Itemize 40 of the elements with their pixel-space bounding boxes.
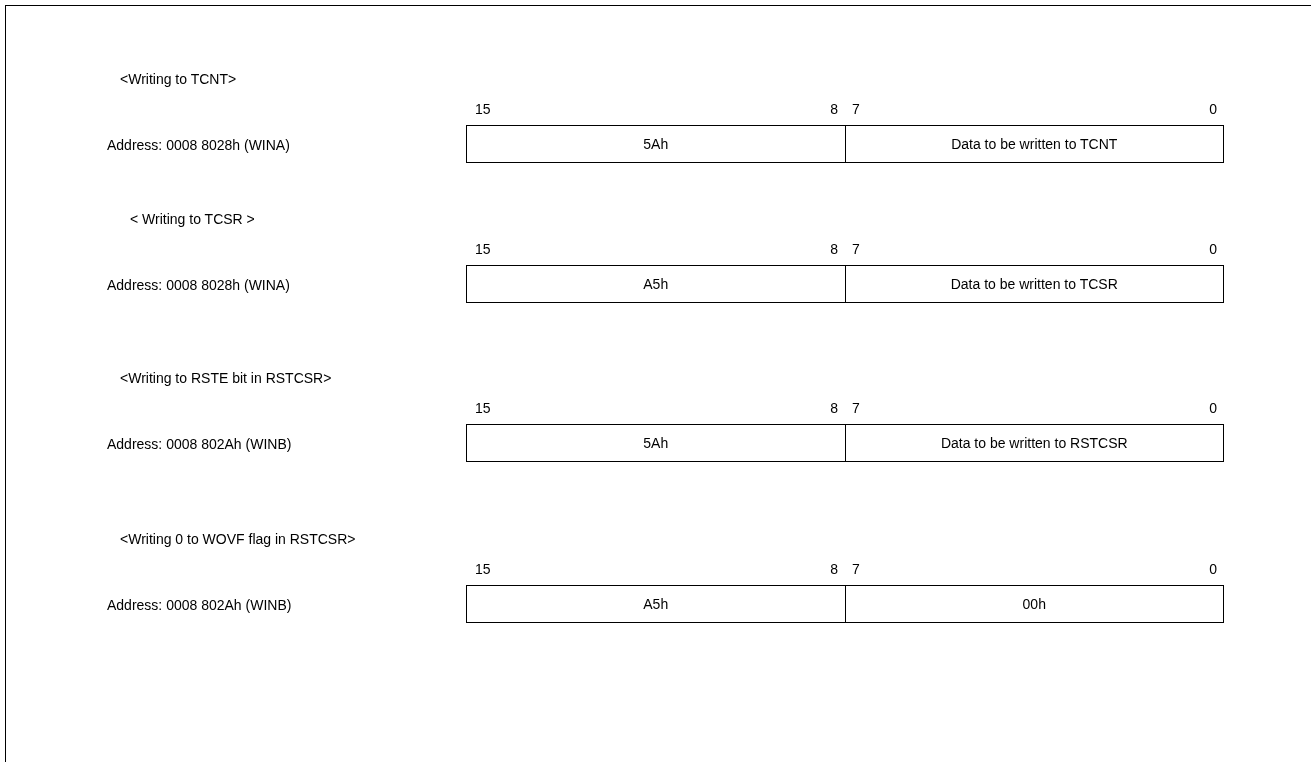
address-label: Address: 0008 802Ah (WINB) (107, 435, 292, 454)
field-value: Data to be written to TCSR (950, 274, 1118, 294)
address-label: Address: 0008 802Ah (WINB) (107, 596, 292, 615)
bit-number: 0 (1209, 100, 1217, 119)
bit-number: 0 (1209, 560, 1217, 579)
section-heading: <Writing to RSTE bit in RSTCSR> (120, 369, 332, 388)
bit-number: 7 (852, 560, 860, 579)
register-field (466, 424, 846, 462)
bit-number: 7 (852, 100, 860, 119)
register-field (466, 265, 846, 303)
register-field (466, 585, 846, 623)
register-field (845, 585, 1224, 623)
register-field (845, 125, 1224, 163)
register-field (466, 125, 846, 163)
bit-number: 8 (830, 100, 838, 119)
register-field (845, 424, 1224, 462)
bit-number: 8 (830, 399, 838, 418)
bit-number: 15 (475, 100, 491, 119)
field-value: A5h (643, 594, 669, 614)
bit-number: 15 (475, 240, 491, 259)
bit-number: 0 (1209, 399, 1217, 418)
section-heading: < Writing to TCSR > (130, 210, 255, 229)
field-value: A5h (643, 274, 669, 294)
address-label: Address: 0008 8028h (WINA) (107, 276, 290, 295)
bit-number: 8 (830, 240, 838, 259)
field-value: Data to be written to TCNT (951, 134, 1118, 154)
address-label: Address: 0008 8028h (WINA) (107, 136, 290, 155)
section-heading: <Writing 0 to WOVF flag in RSTCSR> (120, 530, 356, 549)
bit-number: 8 (830, 560, 838, 579)
field-value: 5Ah (643, 134, 669, 154)
field-value: 5Ah (643, 433, 669, 453)
field-value: Data to be written to RSTCSR (940, 433, 1128, 453)
bit-number: 15 (475, 399, 491, 418)
bit-number: 7 (852, 240, 860, 259)
bit-number: 15 (475, 560, 491, 579)
section-heading: <Writing to TCNT> (120, 70, 237, 89)
bit-number: 7 (852, 399, 860, 418)
bit-number: 0 (1209, 240, 1217, 259)
register-field (845, 265, 1224, 303)
field-value: 00h (1022, 594, 1046, 614)
